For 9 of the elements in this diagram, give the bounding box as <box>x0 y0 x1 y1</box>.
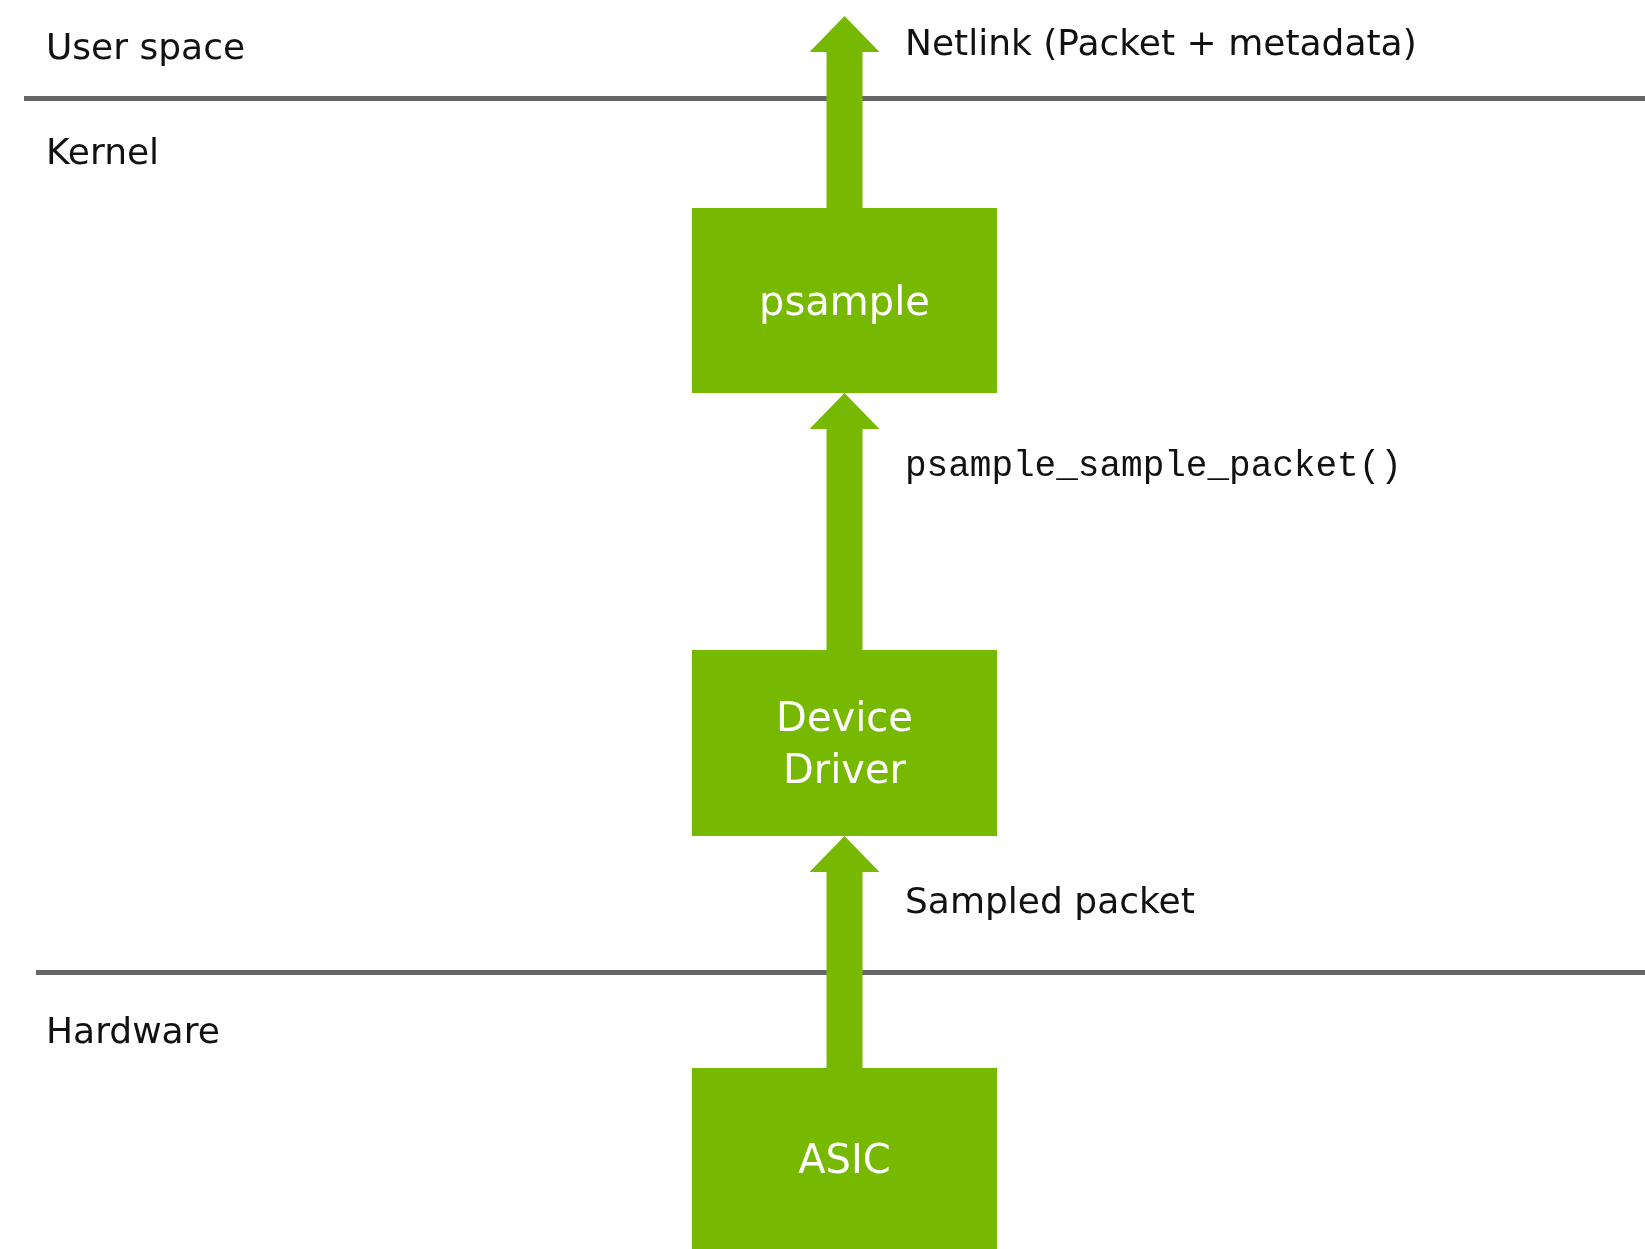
arrow <box>809 16 880 208</box>
process-box: ASIC <box>692 1068 997 1249</box>
arrow <box>809 836 880 1068</box>
arrow <box>809 393 880 650</box>
layer-label: User space <box>46 26 246 67</box>
layer-label: Kernel <box>46 131 160 172</box>
layer-label: Hardware <box>46 1010 220 1051</box>
process-box: Device Driver <box>692 650 997 836</box>
process-box: psample <box>692 208 997 393</box>
